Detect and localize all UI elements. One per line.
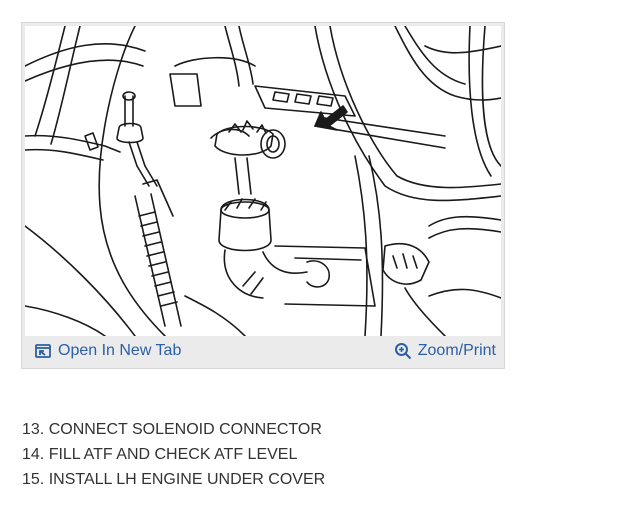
step-item: 14. FILL ATF AND CHECK ATF LEVEL — [22, 446, 298, 463]
step-item: 13. CONNECT SOLENOID CONNECTOR — [22, 421, 322, 438]
open-new-tab-icon — [35, 344, 51, 358]
zoom-print-link[interactable]: Zoom/Print — [394, 342, 496, 360]
engine-diagram-image[interactable] — [25, 26, 501, 336]
figure-card: Open In New Tab Zoom/Print — [21, 22, 505, 369]
step-item: 15. INSTALL LH ENGINE UNDER COVER — [22, 471, 326, 488]
open-in-new-tab-label: Open In New Tab — [58, 342, 182, 359]
procedure-steps: 13. CONNECT SOLENOID CONNECTOR 14. FILL … — [22, 420, 325, 495]
open-in-new-tab-link[interactable]: Open In New Tab — [34, 342, 181, 360]
figure-toolbar: Open In New Tab Zoom/Print — [22, 337, 504, 368]
zoom-print-label: Zoom/Print — [417, 342, 496, 359]
zoom-icon — [394, 343, 411, 360]
